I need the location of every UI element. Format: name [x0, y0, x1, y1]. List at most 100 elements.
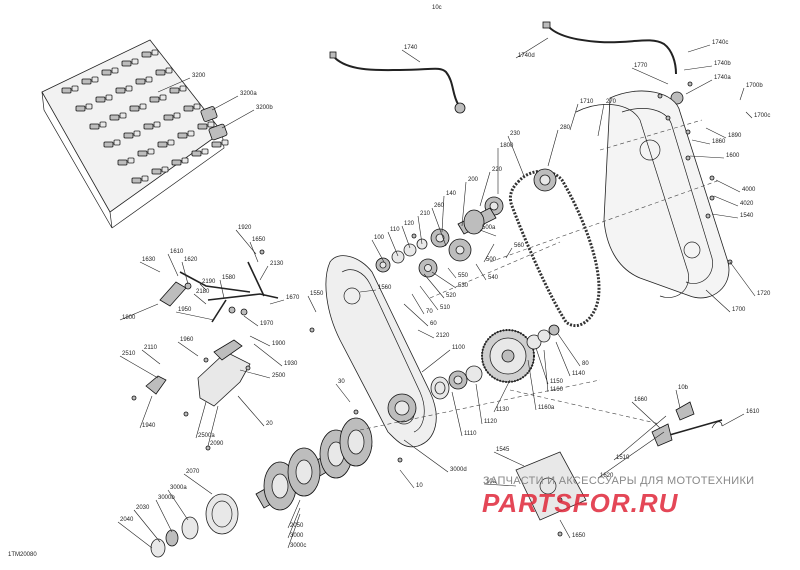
- leader-line: [631, 67, 669, 85]
- bolt: [685, 129, 691, 135]
- track-clip-cap: [113, 139, 121, 146]
- callout-label: 1700: [732, 307, 746, 313]
- callout-label: 80: [582, 361, 589, 367]
- leader-line: [613, 415, 667, 461]
- track-clip: [141, 51, 152, 58]
- shift-lever-2500: [145, 375, 167, 395]
- leader-line: [493, 451, 525, 467]
- callout-labels: 32003200a3200b17401740d1740c1740b1740a17…: [120, 5, 771, 549]
- drawing-code: 1TM20080: [8, 552, 37, 558]
- shift-bracket-2090: [197, 339, 251, 407]
- track-clip-cap: [193, 103, 201, 110]
- callout-label: 1720: [757, 291, 771, 297]
- bearing-10: [387, 393, 417, 423]
- track-clip-cap: [167, 139, 175, 146]
- leader-line: [417, 329, 435, 339]
- leader-line: [713, 195, 739, 207]
- callout-label: 60: [430, 321, 437, 327]
- callout-label: 1740b: [714, 61, 731, 67]
- leader-line: [441, 195, 445, 233]
- leader-line: [167, 489, 189, 521]
- bolt: [557, 531, 563, 537]
- callout-label: 2500a: [198, 433, 215, 439]
- callout-label: 1160a: [538, 405, 555, 411]
- leader-line: [515, 37, 549, 59]
- track-clip-cap: [151, 49, 159, 56]
- track-clip-cap: [207, 121, 215, 128]
- leader-line: [493, 379, 511, 413]
- track-clip-cap: [173, 112, 181, 119]
- drive-chain: [508, 169, 601, 328]
- cable-1740b: [542, 21, 684, 105]
- callout-label: 2090: [210, 441, 224, 447]
- leader-line: [431, 271, 457, 289]
- leader-line: [371, 239, 385, 263]
- leader-line: [335, 383, 351, 403]
- track-clip: [137, 150, 148, 157]
- leader-line: [287, 513, 301, 549]
- leader-line: [421, 349, 451, 373]
- callout-leaders: [117, 37, 756, 549]
- callout-label: 3000: [290, 533, 304, 539]
- callout-label: 1560: [378, 285, 392, 291]
- leader-line: [423, 273, 445, 299]
- leader-line: [219, 279, 225, 299]
- callout-label: 280: [560, 125, 571, 131]
- callout-label: 1960: [180, 337, 194, 343]
- leader-line: [483, 243, 495, 263]
- track-clip-cap: [119, 112, 127, 119]
- callout-label: 3000a: [170, 485, 187, 491]
- leader-line: [359, 289, 377, 293]
- gear-530: [418, 258, 438, 278]
- leader-line: [721, 413, 745, 427]
- track-clip: [75, 105, 86, 112]
- callout-label: 1580: [222, 275, 236, 281]
- track-clip-cap: [85, 103, 93, 110]
- track-clip: [143, 123, 154, 130]
- track-clip-cap: [161, 166, 169, 173]
- bolt: [183, 411, 189, 417]
- leader-line: [139, 261, 161, 273]
- leader-line: [175, 311, 215, 321]
- leader-line: [157, 77, 191, 93]
- track-clip: [169, 87, 180, 94]
- bolt: [411, 233, 417, 239]
- callout-label: 100: [374, 235, 385, 241]
- track-clip: [101, 69, 112, 76]
- leader-line: [399, 469, 415, 489]
- callout-label: 1620: [600, 473, 614, 479]
- leader-line: [705, 127, 727, 139]
- callout-label: 2180: [196, 289, 210, 295]
- leader-line: [543, 349, 549, 393]
- leader-line: [555, 341, 571, 377]
- leader-line: [307, 295, 317, 313]
- cover-gasket: [575, 104, 689, 298]
- leader-line: [183, 473, 213, 495]
- callout-label: 2510: [122, 351, 136, 357]
- callout-label: 1540: [740, 213, 754, 219]
- leader-line: [401, 49, 421, 63]
- callout-label: 30: [338, 379, 345, 385]
- shift-linkage: [159, 261, 279, 323]
- callout-label: 1970: [260, 321, 274, 327]
- slider-part-3200b: [208, 123, 228, 141]
- callout-label: 1160: [550, 387, 564, 393]
- callout-label: 220: [492, 167, 503, 173]
- callout-label: 140: [446, 191, 457, 197]
- leader-line: [211, 95, 239, 111]
- track-clip: [123, 132, 134, 139]
- callout-label: 1700c: [754, 113, 770, 119]
- callout-label: 510: [440, 305, 451, 311]
- callout-label: 3200b: [256, 105, 273, 111]
- leader-line: [535, 347, 549, 385]
- track-clip-cap: [125, 85, 133, 92]
- ring-2030: [150, 516, 199, 558]
- upper-sprocket-230: [533, 168, 557, 192]
- leader-line: [139, 395, 153, 429]
- bolt: [687, 81, 693, 87]
- tensioner-assembly: [651, 401, 723, 447]
- leader-line: [249, 335, 271, 347]
- leader-line: [705, 289, 731, 313]
- leader-line: [199, 283, 207, 291]
- leader-line: [133, 509, 161, 543]
